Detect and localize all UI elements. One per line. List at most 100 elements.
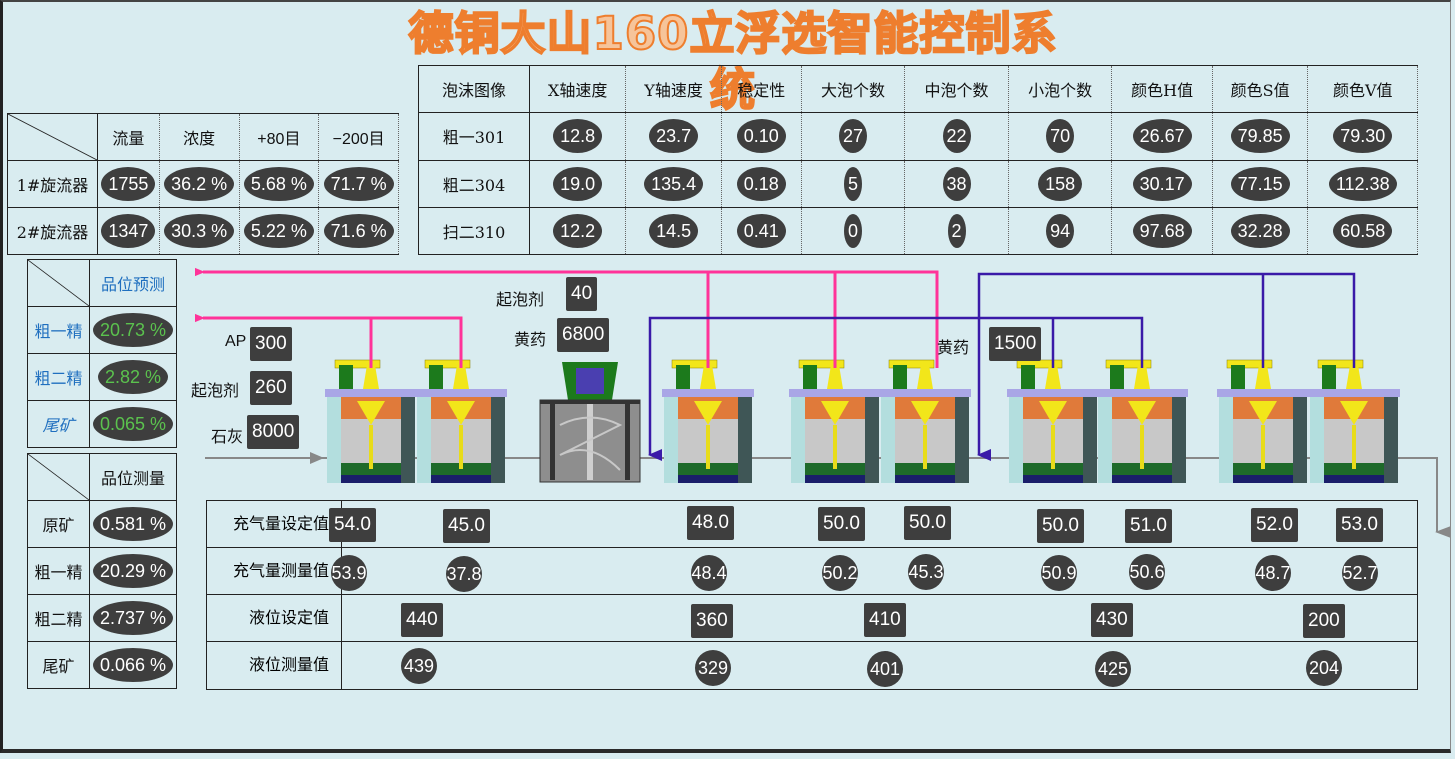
- value-badge: 38: [942, 166, 971, 201]
- reagent-frother2-value[interactable]: 40: [566, 277, 598, 311]
- value-badge: 94: [1046, 213, 1075, 248]
- table-row: 扫二310 12.2 14.5 0.41 0 2 94 97.68 32.28 …: [418, 206, 1418, 256]
- value-badge: 71.6 %: [323, 214, 394, 248]
- level-setpoint-input[interactable]: 440: [401, 603, 443, 637]
- level-setpoint-input[interactable]: 430: [1091, 603, 1133, 637]
- foam-image-table: 泡沫图像 X轴速度 Y轴速度 稳定性 大泡个数 中泡个数 小泡个数 颜色H值 颜…: [418, 64, 1418, 256]
- table-row: 粗二精 2.82 %: [27, 353, 177, 401]
- air-setpoint-input[interactable]: 48.0: [687, 506, 734, 540]
- value-badge: 0.10: [736, 119, 786, 154]
- value-badge: 30.17: [1132, 166, 1192, 201]
- control-table: 充气量设定值 充气量测量值 液位设定值 液位测量值: [206, 500, 1418, 690]
- flotation-cell: [1006, 359, 1100, 484]
- level-measured-value: 425: [1095, 651, 1131, 687]
- header-small-bubbles: 小泡个数: [1007, 64, 1113, 114]
- value-badge: 1347: [101, 214, 156, 248]
- reagent-xanthate-value[interactable]: 6800: [557, 318, 610, 352]
- air-measured-value: 48.4: [691, 555, 727, 591]
- table-row: 粗一精 20.29 %: [27, 547, 177, 595]
- row-label: 液位测量值: [207, 642, 342, 690]
- value-badge: 12.8: [553, 119, 603, 154]
- header-medium-bubbles: 中泡个数: [904, 64, 1009, 114]
- level-setpoint-input[interactable]: 360: [691, 604, 733, 638]
- row-label: 充气量测量值: [207, 548, 342, 594]
- value-badge: 22: [942, 119, 971, 154]
- header-minus200: −200目: [318, 113, 399, 161]
- diagonal-header-cell: [7, 113, 98, 161]
- value-badge: 70: [1046, 119, 1075, 154]
- flotation-cell: [661, 359, 755, 484]
- air-setpoint-input[interactable]: 50.0: [818, 507, 865, 541]
- value-badge: 5.22 %: [243, 214, 314, 248]
- value-badge: 32.28: [1230, 213, 1290, 248]
- flotation-cell: [1095, 359, 1189, 484]
- tailings-pipe: [1400, 457, 1451, 538]
- value-badge: 97.68: [1132, 213, 1192, 248]
- reagent-xanthate2-value[interactable]: 1500: [989, 327, 1042, 361]
- air-measured-value: 48.7: [1255, 555, 1291, 591]
- grade-prediction-header: 品位预测: [89, 259, 177, 307]
- value-badge: 14.5: [649, 213, 699, 248]
- air-setpoint-input[interactable]: 45.0: [443, 509, 490, 543]
- value-badge: 1755: [101, 167, 156, 201]
- air-measured-value: 45.3: [908, 554, 944, 590]
- table-row: 粗一精 20.73 %: [27, 306, 177, 354]
- predicted-grade-badge: 0.065 %: [92, 407, 174, 441]
- air-measured-value: 52.7: [1342, 555, 1378, 591]
- air-setpoint-input[interactable]: 53.0: [1336, 508, 1383, 542]
- flotation-cell: [788, 359, 882, 484]
- value-badge: 77.15: [1230, 166, 1290, 201]
- table-row: 1#旋流器 1755 36.2 % 5.68 % 71.7 %: [7, 160, 399, 208]
- row-label: 2#旋流器: [7, 207, 98, 255]
- row-label: 粗一301: [418, 112, 530, 161]
- row-label: 1#旋流器: [7, 160, 98, 208]
- air-measured-value: 53.9: [331, 555, 367, 591]
- diagonal-header-cell: [27, 259, 90, 307]
- value-badge: 19.0: [553, 166, 603, 201]
- level-measured-value: 401: [867, 651, 903, 687]
- level-measured-value: 204: [1306, 650, 1342, 686]
- flotation-cell: [1216, 359, 1310, 484]
- measured-grade-badge: 2.737 %: [92, 601, 174, 635]
- grade-measurement-table: 品位测量 原矿 0.581 % 粗一精 20.29 % 粗二精 2.737 % …: [27, 453, 177, 689]
- reagent-xanthate2-label: 黄药: [937, 338, 970, 357]
- row-label: 尾矿: [27, 400, 90, 448]
- header-y-speed: Y轴速度: [625, 64, 722, 114]
- row-label: 原矿: [27, 500, 90, 548]
- reagent-frother-value[interactable]: 260: [250, 371, 292, 405]
- air-setpoint-input[interactable]: 54.0: [329, 508, 376, 542]
- air-measured-value: 37.8: [446, 556, 482, 592]
- diagonal-header-cell: [27, 453, 90, 501]
- value-badge: 12.2: [553, 213, 603, 248]
- header-color-h: 颜色H值: [1111, 64, 1213, 114]
- air-setpoint-input[interactable]: 51.0: [1125, 509, 1172, 543]
- level-setpoint-input[interactable]: 410: [864, 603, 906, 637]
- value-badge: 23.7: [649, 119, 699, 154]
- value-badge: 79.30: [1333, 119, 1393, 154]
- level-measured-value: 329: [695, 650, 731, 686]
- level-setpoint-input[interactable]: 200: [1303, 604, 1345, 638]
- value-badge: 27: [838, 119, 867, 154]
- flotation-cell: [324, 359, 418, 484]
- air-setpoint-input[interactable]: 50.0: [1037, 509, 1084, 543]
- row-label: 尾矿: [27, 641, 90, 689]
- return-line-1: [648, 316, 1144, 461]
- reagent-lime-value[interactable]: 8000: [247, 415, 300, 449]
- header-foam-image: 泡沫图像: [418, 64, 530, 114]
- header-stability: 稳定性: [720, 64, 802, 114]
- air-setpoint-input[interactable]: 50.0: [904, 506, 951, 540]
- value-badge: 0.41: [736, 213, 786, 248]
- flotation-cell: [878, 359, 972, 484]
- value-badge: 158: [1038, 166, 1083, 201]
- value-badge: 36.2 %: [164, 167, 235, 201]
- flotation-cell: [414, 359, 508, 484]
- reagent-ap-value[interactable]: 300: [250, 327, 292, 361]
- table-row: 尾矿 0.065 %: [27, 400, 177, 448]
- measured-grade-badge: 20.29 %: [92, 554, 174, 588]
- air-setpoint-input[interactable]: 52.0: [1251, 508, 1298, 542]
- reagent-lime-label: 石灰: [211, 427, 244, 446]
- measured-grade-badge: 0.581 %: [92, 507, 174, 541]
- reagent-ap-label: AP: [225, 333, 247, 350]
